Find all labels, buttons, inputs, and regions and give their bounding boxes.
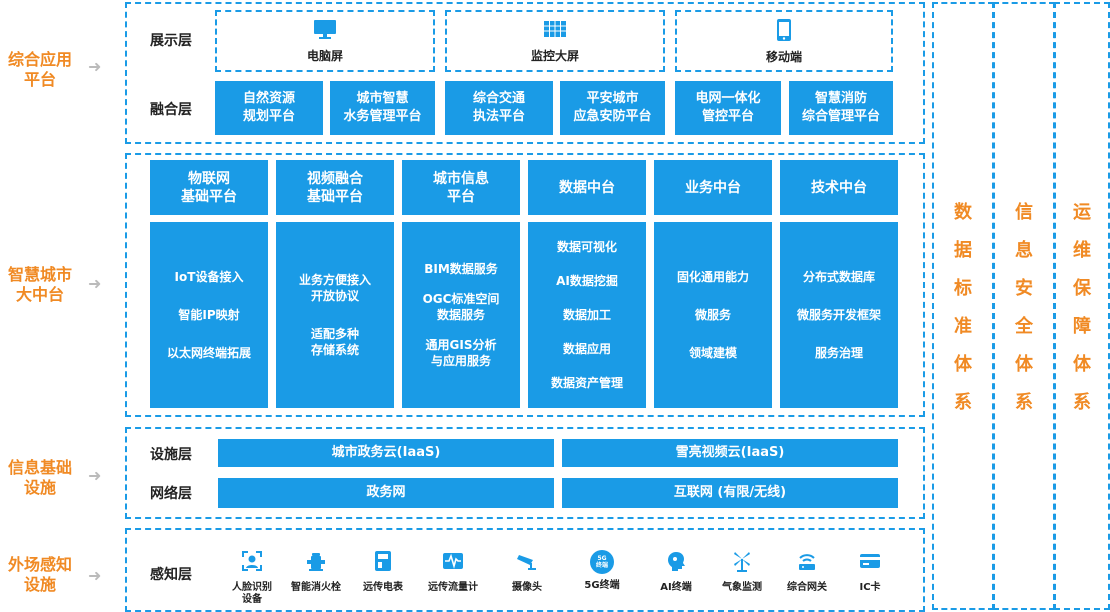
sensor-ai: AI终端 (641, 550, 711, 594)
5g-icon: 5G 终端 (590, 550, 614, 574)
list-item: 业务方便接入 开放协议 (298, 273, 371, 303)
list-item: 数据应用 (562, 342, 611, 356)
header-tech-middle: 技术中台 (780, 160, 898, 215)
list-item: 领域建模 (688, 346, 737, 360)
data-standard-system: 数据标 准体系 (932, 2, 994, 610)
sensor-hydrant: 智能消火栓 (281, 550, 351, 594)
ops-assurance-system: 运维保 障体系 (1054, 2, 1110, 610)
display-wall-label: 监控大屏 (530, 48, 579, 63)
flowmeter-icon (443, 553, 463, 569)
hydrant-icon (307, 553, 325, 571)
arrow-right-icon: ➜ (88, 466, 102, 485)
list-item: 智能IP映射 (178, 308, 240, 322)
fusion-traffic-enforcement: 综合交通执法平台 (445, 81, 553, 135)
list-item: 适配多种 存储系统 (310, 327, 359, 357)
label-app-platform: 综合应用平台 (7, 50, 72, 89)
sensor-gateway: 综合网关 (772, 550, 842, 594)
sensor-meter: 远传电表 (348, 550, 418, 594)
list-item: 微服务开发框架 (796, 308, 881, 322)
list-item: AI数据挖掘 (556, 274, 618, 288)
list-item: 数据加工 (562, 308, 611, 322)
arrow-right-icon: ➜ (88, 57, 102, 76)
sensing-layer-label: 感知层 (150, 567, 192, 583)
label-field-sensing: 外场感知设施 (7, 555, 72, 594)
column-data-middle: 数据可视化 AI数据挖掘 数据加工 数据应用 数据资产管理 (528, 222, 646, 408)
gateway-icon (799, 554, 815, 570)
arrow-right-icon: ➜ (88, 274, 102, 293)
fusion-grid-control: 电网一体化管控平台 (675, 81, 781, 135)
display-mobile-label: 移动端 (765, 49, 802, 64)
info-security-system: 信息安 全体系 (993, 2, 1055, 610)
sensor-5g: 5G 终端 5G终端 (567, 550, 637, 592)
column-iot: IoT设备接入 智能IP映射 以太网终端拓展 (150, 222, 268, 408)
display-layer-label: 展示层 (150, 33, 192, 49)
header-iot-platform: 物联网基础平台 (150, 160, 268, 215)
display-pc: 电脑屏 (215, 10, 435, 72)
gov-network: 政务网 (218, 478, 554, 508)
middle-platform-section (125, 153, 925, 417)
sensor-ic-card: IC卡 (835, 550, 905, 594)
display-mobile: 移动端 (675, 10, 893, 72)
list-item: OGC标准空间 数据服务 (422, 292, 500, 322)
list-item: 微服务 (694, 308, 731, 322)
meter-icon (375, 551, 391, 571)
list-item: 数据资产管理 (550, 376, 623, 390)
list-item: BIM数据服务 (424, 262, 498, 276)
list-item: 以太网终端拓展 (166, 346, 251, 360)
fusion-safe-city: 平安城市应急安防平台 (560, 81, 665, 135)
sensor-flowmeter: 远传流量计 (418, 550, 488, 594)
display-pc-label: 电脑屏 (306, 48, 343, 63)
fusion-layer-label: 融合层 (150, 102, 192, 118)
column-business-middle: 固化通用能力 微服务 领域建模 (654, 222, 772, 408)
monitor-icon (314, 19, 336, 39)
card-icon (860, 554, 880, 568)
facility-layer-label: 设施层 (150, 447, 192, 463)
infra-section (125, 427, 925, 519)
windmill-icon (734, 552, 750, 572)
sensing-section (125, 528, 925, 612)
ai-icon (668, 552, 685, 571)
label-city-platform: 智慧城市大中台 (7, 265, 72, 304)
column-video: 业务方便接入 开放协议 适配多种 存储系统 (276, 222, 394, 408)
mobile-phone-icon (777, 18, 791, 41)
header-data-middle: 数据中台 (528, 160, 646, 215)
sensor-weather: 气象监测 (707, 550, 777, 594)
list-item: 服务治理 (814, 346, 863, 360)
face-recognition-icon (242, 551, 262, 571)
camera-icon (517, 555, 536, 570)
gov-cloud: 城市政务云(IaaS) (218, 439, 554, 467)
sensor-camera: 摄像头 (492, 550, 562, 594)
video-wall-icon (544, 20, 566, 37)
fusion-natural-resources: 自然资源规划平台 (215, 81, 323, 135)
video-cloud: 雪亮视频云(IaaS) (562, 439, 898, 467)
header-business-middle: 业务中台 (654, 160, 772, 215)
header-video-fusion: 视频融合基础平台 (276, 160, 394, 215)
internet: 互联网 (有限/无线) (562, 478, 898, 508)
list-item: 分布式数据库 (802, 270, 875, 284)
display-wall: 监控大屏 (445, 10, 665, 72)
fusion-fire-management: 智慧消防综合管理平台 (789, 81, 893, 135)
header-city-info: 城市信息平台 (402, 160, 520, 215)
column-city-info: BIM数据服务 OGC标准空间 数据服务 通用GIS分析 与应用服务 (402, 222, 520, 408)
list-item: 数据可视化 (556, 240, 617, 254)
application-platform-section (125, 2, 925, 144)
label-info-infra: 信息基础设施 (7, 458, 72, 497)
arrow-right-icon: ➜ (88, 566, 102, 585)
fusion-water-management: 城市智慧水务管理平台 (330, 81, 435, 135)
network-layer-label: 网络层 (150, 486, 192, 502)
column-tech-middle: 分布式数据库 微服务开发框架 服务治理 (780, 222, 898, 408)
sensor-face-recognition: 人脸识别 设备 (217, 550, 287, 606)
list-item: 固化通用能力 (676, 270, 749, 284)
list-item: 通用GIS分析 与应用服务 (425, 338, 497, 368)
list-item: IoT设备接入 (174, 270, 244, 284)
